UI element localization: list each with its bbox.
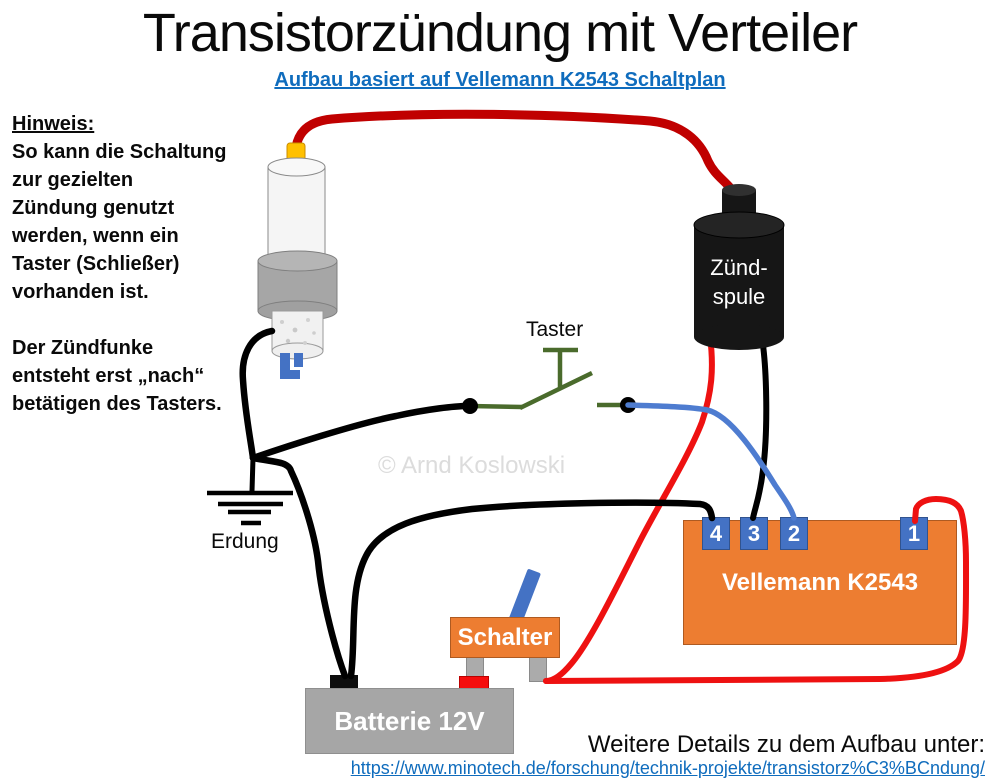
note-heading: Hinweis: [12, 113, 95, 135]
subtitle-link-row: Aufbau basiert auf Vellemann K2543 Schal… [0, 69, 1000, 92]
battery-label: Batterie 12V [334, 705, 485, 736]
footer-text: Weitere Details zu dem Aufbau unter: [587, 731, 985, 758]
coil-label: Zünd- spule [710, 255, 768, 309]
taster-contact-dot-left [462, 398, 478, 414]
footer-link-row: https://www.minotech.de/forschung/techni… [351, 758, 985, 779]
terminal-3-number: 3 [747, 520, 761, 546]
terminal-2: 2 [780, 517, 808, 550]
wire-coil-to-switch [543, 333, 715, 684]
note-paragraph-1: So kann die Schaltung zur gezielten Zünd… [12, 141, 227, 303]
wire-junction-to-battery [249, 454, 349, 680]
wire-sparkplug-to-coil [291, 109, 742, 203]
schaltplan-link[interactable]: Aufbau basiert auf Vellemann K2543 Schal… [274, 69, 726, 91]
note-block: Hinweis: So kann die Schaltung zur gezie… [12, 110, 242, 418]
ground-symbol-icon [207, 490, 293, 526]
terminal-4-number: 4 [709, 520, 723, 546]
wire-junction-to-taster [249, 402, 472, 462]
watermark: © Arnd Koslowski [378, 452, 566, 479]
page-title: Transistorzündung mit Verteiler [142, 3, 858, 63]
details-link[interactable]: https://www.minotech.de/forschung/techni… [350, 758, 985, 778]
push-button-symbol-icon [469, 347, 628, 411]
ground-label: Erdung [211, 530, 279, 553]
spark-plug-icon [257, 142, 338, 379]
terminal-2-number: 2 [787, 520, 801, 546]
wire-battery-to-terminal-4 [347, 499, 716, 680]
terminal-4: 4 [702, 517, 730, 550]
terminal-1: 1 [900, 517, 928, 550]
wire-junction-to-ground [249, 455, 256, 494]
switch-label: Schalter [457, 623, 553, 651]
terminal-1-number: 1 [907, 520, 921, 546]
vellemann-label: Vellemann K2543 [721, 568, 919, 596]
wire-switch-to-terminal-1 [543, 495, 970, 684]
taster-label: Taster [526, 318, 584, 341]
wire-coil-to-terminal-3 [750, 335, 770, 521]
wire-taster-to-terminal-2 [625, 402, 797, 521]
switch-box: Schalter [450, 617, 560, 658]
ignition-coil-icon [693, 184, 785, 350]
wire-sparkplug-to-junction [239, 327, 276, 462]
note-paragraph-2: Der Zündfunke entsteht erst „nach“ betät… [12, 337, 222, 415]
battery-box: Batterie 12V [305, 688, 514, 754]
